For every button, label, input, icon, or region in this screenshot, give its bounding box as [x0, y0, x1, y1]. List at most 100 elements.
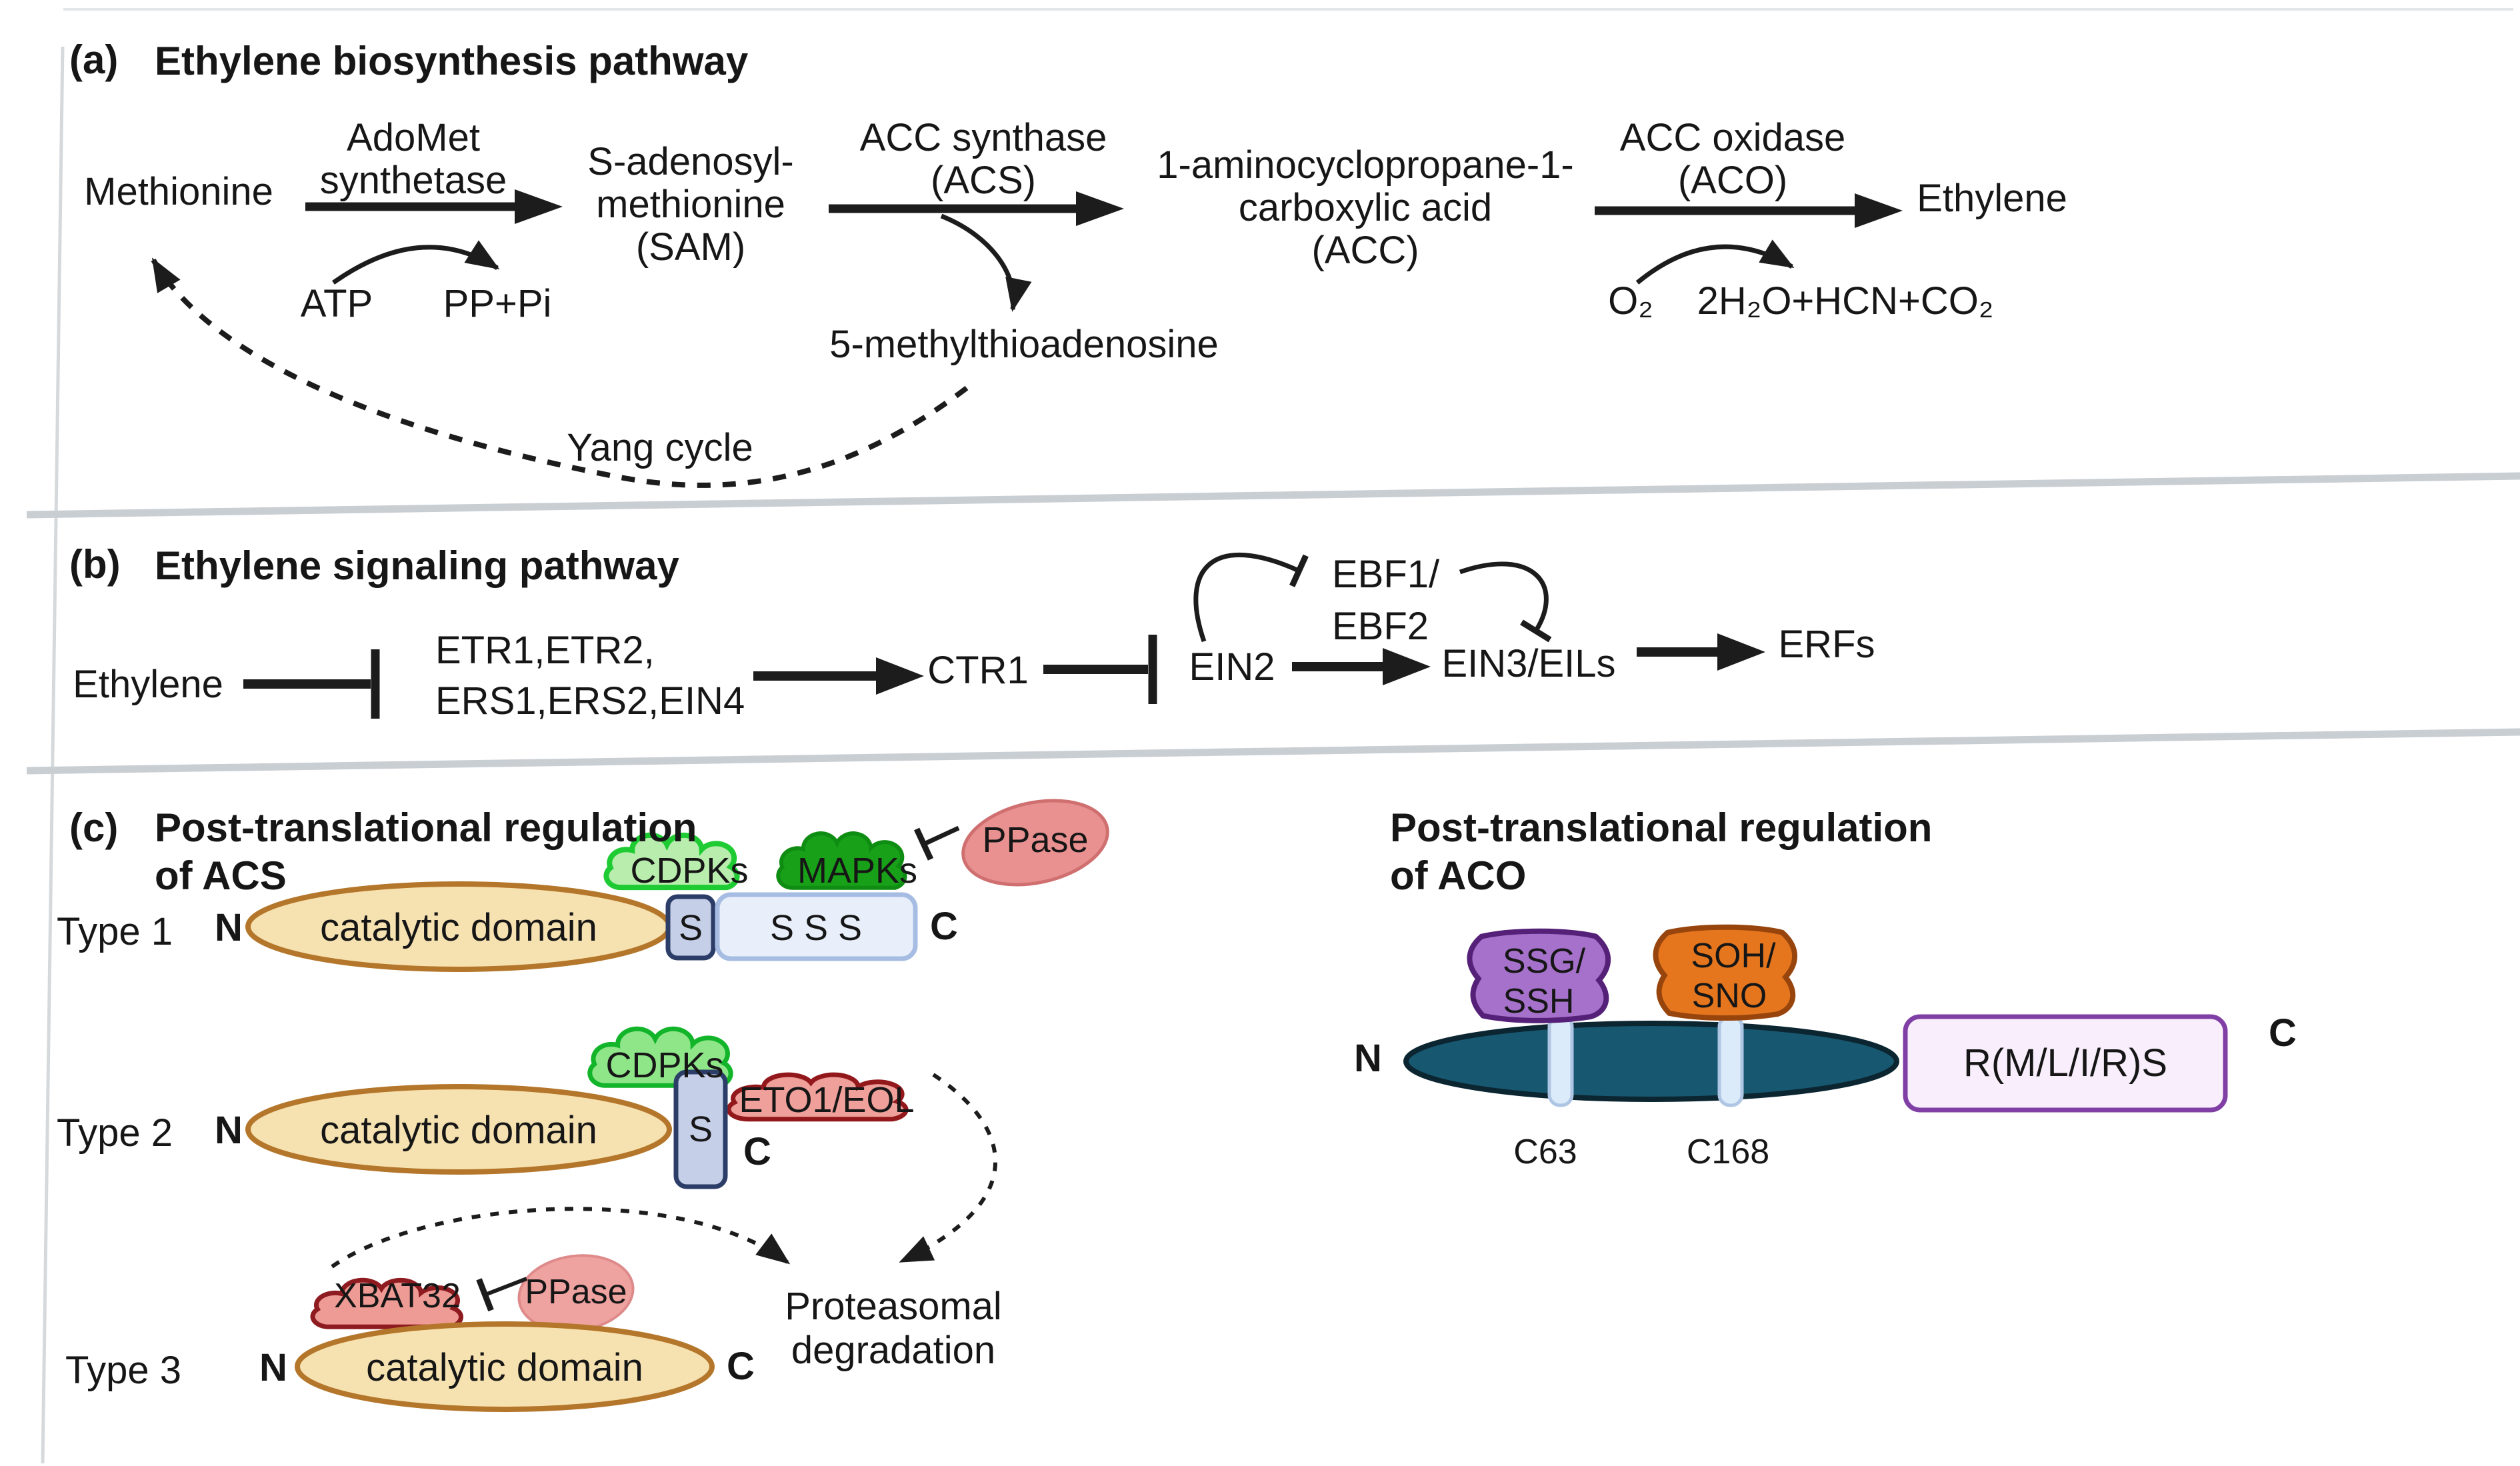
- enzyme-aco-line2: (ACO): [1677, 159, 1788, 202]
- ssg-ssh-label-line1: SSG/: [1502, 942, 1586, 981]
- arrow-ein2-ein3-head: [1383, 648, 1431, 685]
- node-receptors-line1: ETR1,ETR2,: [435, 629, 655, 672]
- aco-protein-ellipse: [1403, 1021, 1899, 1102]
- type1-n-terminus: N: [215, 906, 243, 949]
- cofactor-o2: O₂: [1608, 279, 1653, 323]
- cofactor-products: 2H₂O+HCN+CO₂: [1697, 279, 1994, 323]
- panel-c-letter: (c): [69, 805, 119, 850]
- node-sam-line3: (SAM): [635, 225, 746, 269]
- aco-c168-label: C168: [1686, 1133, 1770, 1171]
- curve-ebf-ein3-tee: [1459, 561, 1552, 643]
- cdpks-label-type2: CDPKs: [605, 1045, 724, 1085]
- arrow-receptors-ctr1-head: [876, 657, 924, 695]
- tee-ppase-mapks: [913, 825, 960, 861]
- rmlirs-box-label: R(M/L/I/R)S: [1963, 1041, 2168, 1085]
- xbat32-label: XBAT32: [334, 1277, 461, 1315]
- aco-title-line1: Post-translational regulation: [1390, 805, 1933, 850]
- yang-cycle-dashed-arrow: [151, 257, 969, 488]
- node-acc-line3: (ACC): [1311, 229, 1419, 272]
- dashed-arrow-eto1-proteasome: [899, 1073, 997, 1263]
- enzyme-adomet-line1: AdoMet: [347, 116, 480, 159]
- soh-sno-label-line2: SNO: [1691, 977, 1767, 1015]
- ppase-label-type3: PPase: [525, 1273, 627, 1311]
- type1-catalytic-domain-label: catalytic domain: [320, 906, 597, 949]
- catalytic-domain-ellipse-type2: [245, 1084, 672, 1175]
- arrow-sam-acc-head: [1076, 191, 1124, 226]
- type3-c-terminus: C: [727, 1345, 755, 1388]
- node-ebf-line1: EBF1/: [1332, 553, 1440, 596]
- aco-c-terminus: C: [2269, 1011, 2297, 1055]
- arrow-met-sam-head: [515, 189, 563, 224]
- aco-c168-bar: [1717, 1014, 1744, 1107]
- rmlirs-box: [1903, 1014, 2228, 1113]
- panel-a-letter: (a): [69, 37, 119, 82]
- eto1-eol-label: ETO1/EOL: [739, 1080, 915, 1120]
- type2-c-terminus: C: [743, 1130, 771, 1173]
- panel-b-title: Ethylene signaling pathway: [155, 543, 679, 588]
- node-ethylene-b: Ethylene: [73, 663, 223, 706]
- cofactor-atp: ATP: [300, 282, 373, 325]
- node-ethylene-a: Ethylene: [1917, 177, 2067, 220]
- aco-c63-label: C63: [1513, 1133, 1577, 1171]
- curve-ein2-ebf-tee: [1193, 552, 1309, 643]
- ssg-ssh-label-line2: SSH: [1503, 982, 1575, 1021]
- cofactor-ppi: PP+Pi: [443, 282, 552, 325]
- slide-left-edge: [41, 46, 65, 1464]
- type2-catalytic-domain-label: catalytic domain: [320, 1109, 597, 1152]
- node-sam-line2: methionine: [596, 183, 785, 226]
- node-ebf-line2: EBF2: [1332, 605, 1429, 648]
- catalytic-domain-ellipse-type3: [295, 1321, 715, 1412]
- enzyme-acs-line2: (ACS): [931, 159, 1036, 202]
- soh-sno-label-line1: SOH/: [1691, 937, 1776, 975]
- enzyme-aco-line1: ACC oxidase: [1619, 116, 1846, 159]
- type2-s-box-label: S: [688, 1109, 713, 1149]
- node-ein3: EIN3/EILs: [1441, 642, 1616, 685]
- ppase-label-type1: PPase: [982, 820, 1089, 860]
- aco-title-line2: of ACO: [1390, 853, 1527, 898]
- type3-label: Type 3: [65, 1349, 182, 1392]
- separator-a-b: [26, 472, 2520, 519]
- dashed-arrow-xbat32-proteasome: [331, 1207, 791, 1269]
- s-box-type2: [673, 1069, 728, 1189]
- yang-cycle-label: Yang cycle: [567, 426, 753, 469]
- tee-ppase-xbat32: [476, 1277, 528, 1312]
- s-box-type1: [665, 894, 716, 961]
- curve-sam-mta: [940, 213, 1032, 312]
- mapks-label: MAPKs: [797, 851, 918, 891]
- enzyme-adomet-line2: synthetase: [319, 159, 507, 202]
- type2-label: Type 2: [56, 1111, 173, 1155]
- node-ctr1: CTR1: [927, 649, 1029, 692]
- type3-catalytic-domain-label: catalytic domain: [366, 1346, 643, 1389]
- cofactor-mta: 5-methylthioadenosine: [829, 323, 1219, 366]
- proteasomal-degradation-line1: Proteasomal: [785, 1285, 1002, 1328]
- node-receptors-line2: ERS1,ERS2,EIN4: [435, 679, 745, 723]
- ppase-blob-type1: [961, 799, 1109, 887]
- curve-o2-products: [1635, 239, 1795, 285]
- node-methionine: Methionine: [84, 170, 273, 213]
- panel-a-title: Ethylene biosynthesis pathway: [155, 39, 749, 83]
- node-acc-line2: carboxylic acid: [1238, 186, 1493, 229]
- type2-n-terminus: N: [215, 1109, 243, 1152]
- type1-label: Type 1: [56, 910, 173, 953]
- node-ein2: EIN2: [1189, 645, 1275, 689]
- cdpks-label-type1: CDPKs: [630, 851, 749, 891]
- acs-title-line1: Post-translational regulation: [155, 805, 697, 850]
- acs-title-line2: of ACS: [155, 853, 287, 898]
- separator-b-c: [26, 728, 2520, 775]
- enzyme-acs-line1: ACC synthase: [859, 116, 1107, 159]
- proteasomal-degradation-line2: degradation: [791, 1329, 996, 1372]
- type3-n-terminus: N: [259, 1346, 287, 1389]
- aco-c63-bar: [1547, 1014, 1574, 1107]
- panel-b-letter: (b): [69, 542, 121, 587]
- type1-c-terminus: C: [930, 905, 958, 948]
- node-acc-line1: 1-aminocyclopropane-1-: [1157, 143, 1574, 187]
- arrow-ein3-erfs-head: [1717, 633, 1765, 671]
- sss-box-type1: [715, 892, 918, 961]
- node-sam-line1: S-adenosyl-: [587, 140, 794, 183]
- aco-n-terminus: N: [1354, 1037, 1382, 1080]
- node-erfs: ERFs: [1778, 623, 1875, 666]
- arrow-acc-ethylene-head: [1855, 193, 1903, 228]
- type1-sss-box-label: S S S: [769, 908, 863, 948]
